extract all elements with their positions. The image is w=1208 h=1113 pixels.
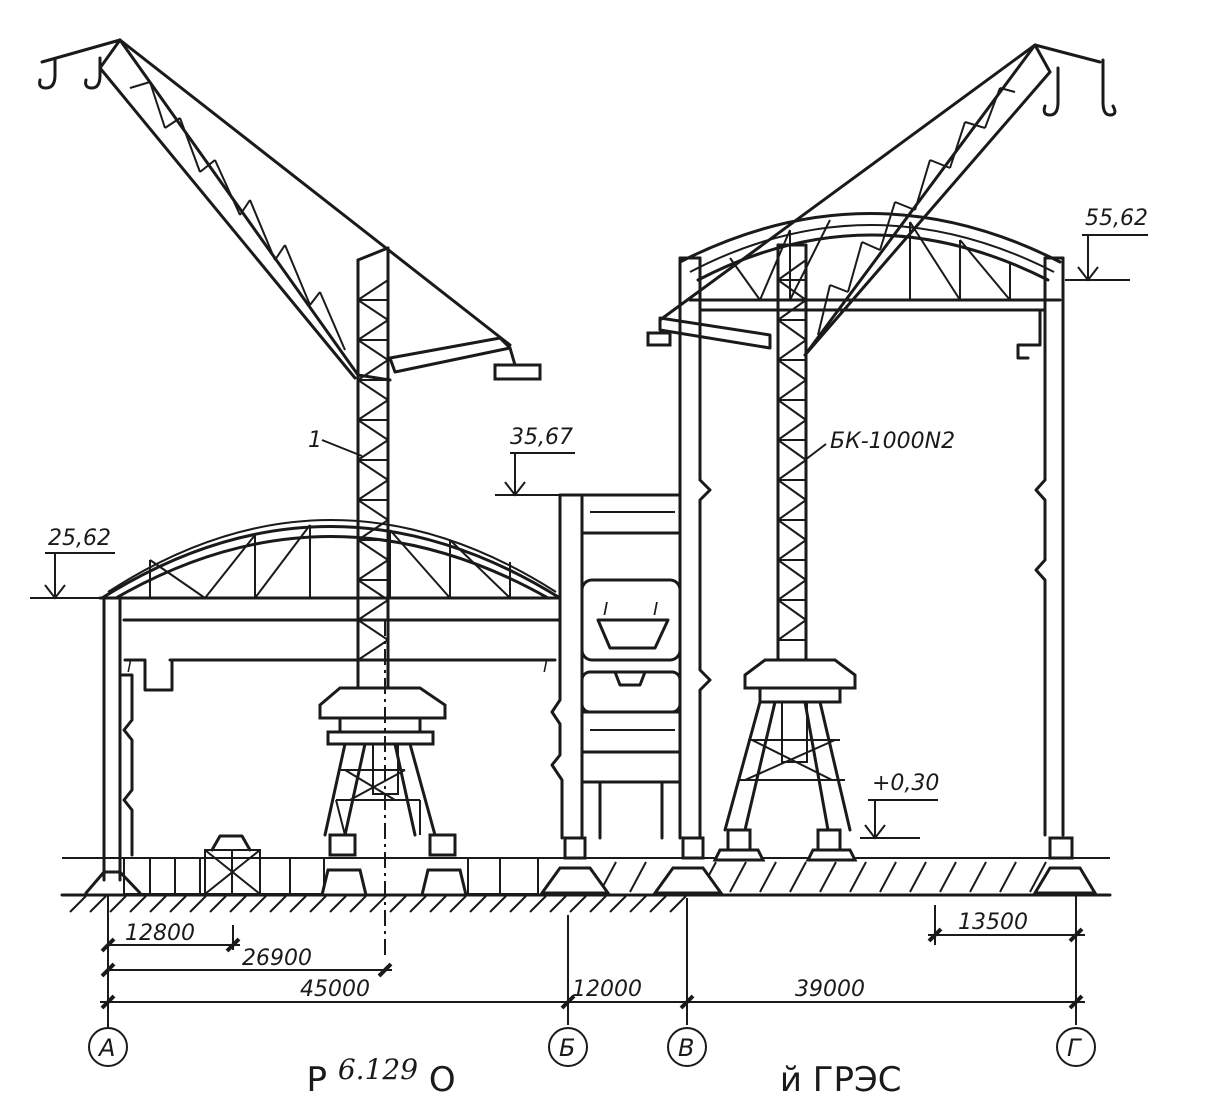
svg-text:I: I: [653, 599, 658, 620]
caption-handwritten: 6.129: [337, 1053, 419, 1086]
svg-text:I: I: [127, 657, 132, 676]
axis-v-label: В: [678, 1034, 694, 1062]
crane-left-label: 1: [308, 428, 322, 453]
crane-right-label: БК-1000N2: [830, 429, 955, 454]
axis-b-bubble: [548, 1027, 588, 1067]
elevation-right-roof: 55,62: [1085, 206, 1148, 231]
elevation-mark-floor: +0,30: [860, 771, 939, 840]
dim-39000: 39000: [795, 977, 865, 1002]
dim-12800: 12800: [125, 921, 195, 946]
elevation-middle-roof: 35,67: [510, 425, 573, 450]
crane-right: БК-1000N2: [658, 43, 1117, 862]
dim-26900: 26900: [242, 946, 312, 971]
caption-prefix: Р: [306, 1060, 328, 1100]
elevation-mark-left: 25,62: [30, 526, 115, 600]
elevation-left-roof: 25,62: [48, 526, 111, 551]
left-bay-structure: I I: [84, 519, 562, 895]
figure-caption: Р 6.129 О й ГРЭС: [0, 1053, 1208, 1100]
axis-v-bubble: [667, 1027, 707, 1067]
svg-text:I: I: [603, 599, 608, 620]
caption-text: О й ГРЭС: [428, 1060, 902, 1100]
svg-text:I: I: [543, 657, 548, 676]
elevation-mark-right: 55,62: [1065, 206, 1148, 282]
elevation-floor: +0,30: [872, 771, 939, 796]
dim-13500: 13500: [958, 910, 1028, 935]
axis-b-label: Б: [559, 1034, 575, 1062]
axis-g-label: Г: [1067, 1034, 1082, 1062]
axis-g-bubble: [1056, 1027, 1096, 1067]
axis-a-label: А: [97, 1034, 115, 1062]
dimension-lines: 12800 26900 45000 12000 39000 13500: [100, 895, 1085, 1025]
dim-12000: 12000: [572, 977, 642, 1002]
crane-left: 1: [38, 38, 542, 960]
axis-bubbles: А Б В Г: [88, 1025, 1096, 1067]
axis-a-bubble: [88, 1027, 128, 1067]
dim-45000: 45000: [300, 977, 370, 1002]
elevation-mark-middle: 35,67: [495, 425, 575, 497]
